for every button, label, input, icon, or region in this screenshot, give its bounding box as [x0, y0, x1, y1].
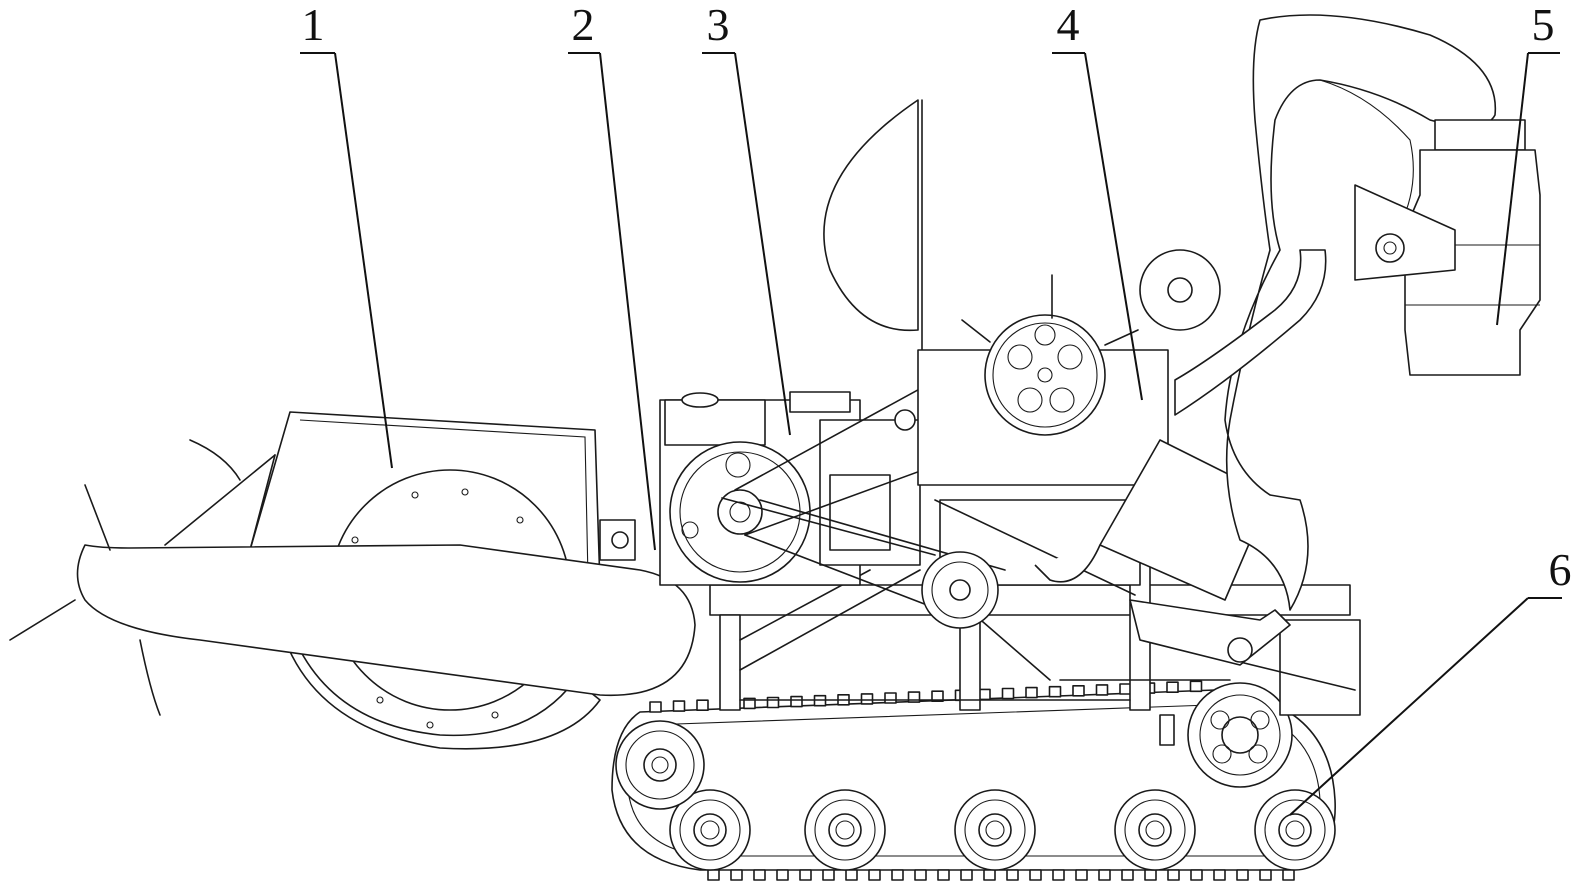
track-lug — [868, 869, 881, 881]
track-lug — [1095, 684, 1109, 696]
track-lug — [1259, 869, 1272, 881]
callout-label-6: 6 — [1549, 544, 1572, 595]
callout-label-4: 4 — [1057, 0, 1080, 50]
drive-sprocket — [1187, 682, 1293, 788]
road-wheel — [804, 789, 886, 871]
callout-label-3: 3 — [707, 0, 730, 50]
header-reel — [9, 411, 696, 750]
track-lug — [790, 695, 803, 708]
track-lug — [1052, 869, 1065, 881]
track-lug — [937, 869, 950, 881]
track-lug — [1029, 869, 1042, 881]
callout-6: 6 — [1289, 544, 1572, 816]
track-lug — [860, 693, 874, 705]
thresher-drum — [823, 99, 1271, 601]
track-lug — [743, 697, 756, 710]
callout-2: 2 — [568, 0, 656, 551]
callout-label-5: 5 — [1532, 0, 1555, 50]
callout-3: 3 — [702, 0, 791, 436]
track-lug — [884, 692, 897, 704]
callout-label-1: 1 — [302, 0, 325, 50]
track-lug — [1072, 684, 1085, 697]
crawler-track — [611, 680, 1336, 881]
track-lug — [914, 869, 927, 881]
road-wheel — [1254, 789, 1336, 871]
track-lug — [1190, 869, 1203, 881]
track-lug — [753, 869, 766, 881]
track-lug — [1121, 869, 1134, 881]
road-wheels — [669, 789, 1336, 871]
road-wheel — [954, 789, 1036, 871]
belt-drive — [721, 344, 1231, 681]
front-idler-wheel — [615, 720, 705, 810]
track-lug — [1025, 686, 1038, 699]
track-lug — [983, 869, 996, 881]
track-lug — [1166, 681, 1179, 694]
track-lug — [845, 869, 858, 881]
track-lugs-bottom — [707, 869, 1295, 881]
track-lug — [649, 701, 662, 713]
track-lug — [1075, 869, 1088, 881]
track-lug — [1189, 680, 1203, 693]
track-lug — [776, 869, 789, 881]
track-lug — [730, 869, 743, 881]
track-lug — [1282, 869, 1295, 881]
track-lug — [1167, 869, 1180, 881]
track-lug — [1213, 869, 1226, 881]
track-lug — [799, 869, 812, 881]
track-lug — [672, 700, 686, 712]
track-lug — [822, 869, 835, 881]
grain-elevator — [1139, 14, 1541, 611]
track-lug — [1048, 685, 1062, 698]
track-lug — [1098, 869, 1111, 881]
engine — [659, 391, 921, 586]
track-lug — [907, 691, 921, 703]
road-wheel — [669, 789, 751, 871]
track-lug — [1144, 869, 1157, 881]
track-lug — [1001, 687, 1015, 700]
callout-5: 5 — [1496, 0, 1560, 326]
road-wheel — [1114, 789, 1196, 871]
callout-1: 1 — [300, 0, 393, 469]
track-lug — [891, 869, 904, 881]
track-lug — [960, 869, 973, 881]
track-lug — [1236, 869, 1249, 881]
callout-4: 4 — [1052, 0, 1143, 401]
track-lug — [766, 696, 780, 709]
callout-label-2: 2 — [572, 0, 595, 50]
track-lug — [931, 690, 944, 703]
track-lug — [696, 699, 709, 712]
track-lug — [1006, 869, 1019, 881]
track-lug — [707, 869, 720, 881]
auger-tube — [1129, 599, 1291, 666]
